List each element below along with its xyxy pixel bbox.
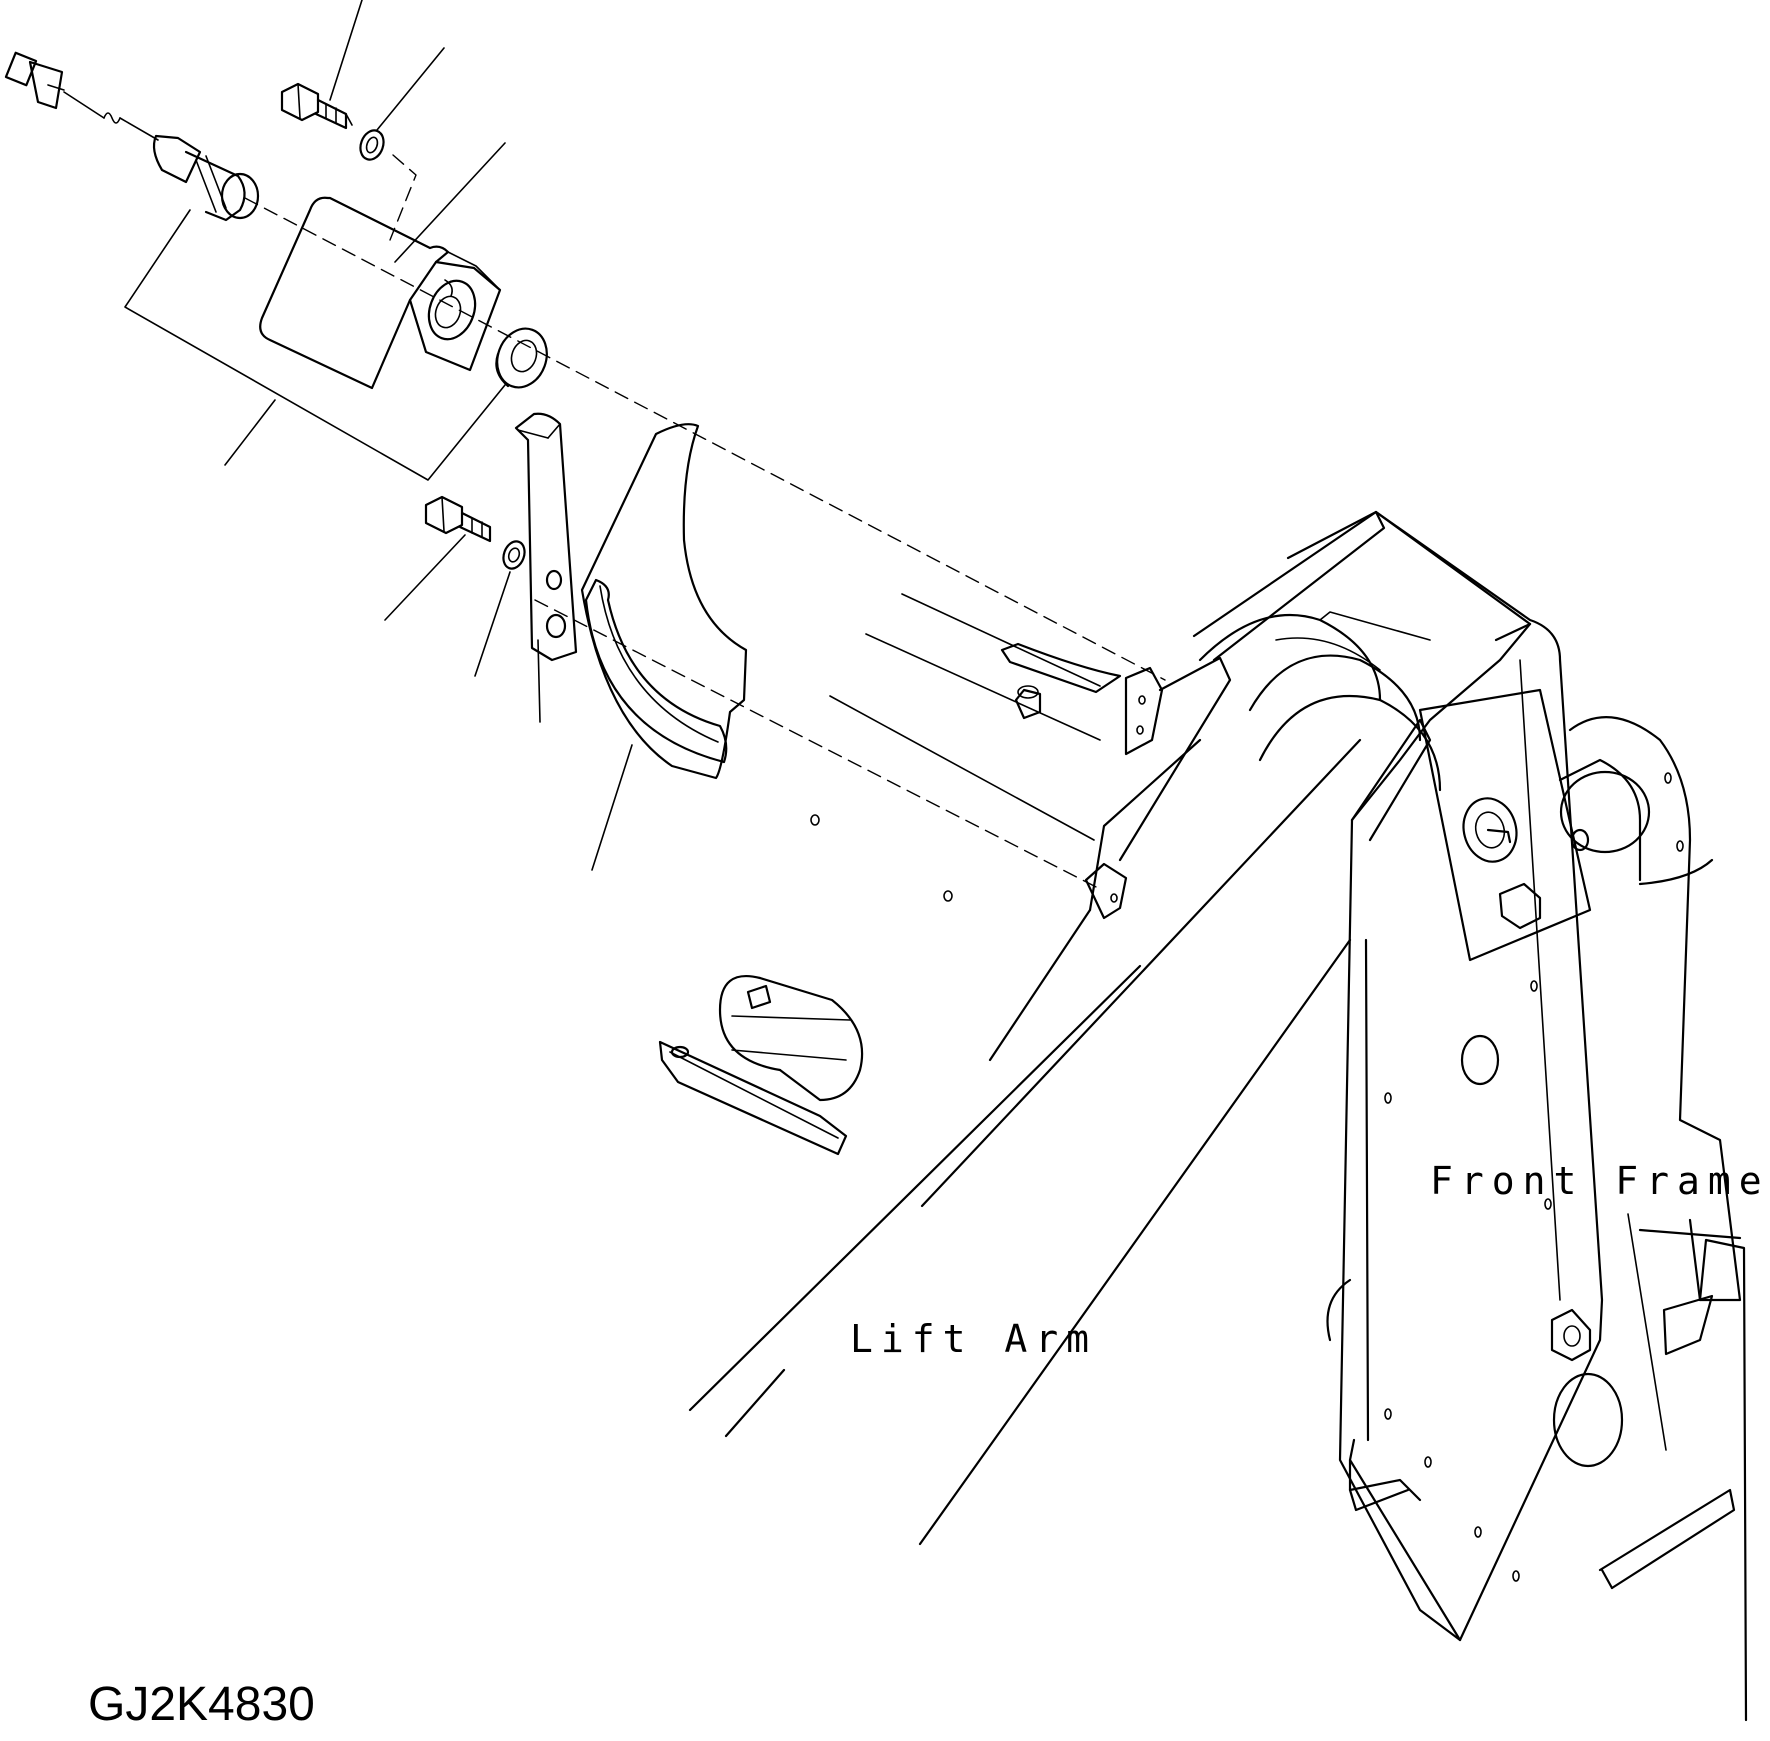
front-frame bbox=[1326, 510, 1748, 1722]
figure-id: GJ2K4830 bbox=[88, 1678, 315, 1731]
washer-top bbox=[359, 129, 385, 161]
washer-lower bbox=[502, 540, 526, 570]
bolt-top bbox=[280, 82, 353, 130]
assembly-centerlines bbox=[244, 154, 1166, 891]
detector-plate bbox=[580, 423, 748, 780]
switch-bracket bbox=[259, 196, 502, 390]
leader-lines bbox=[124, 0, 633, 871]
mounting-plate bbox=[514, 412, 578, 662]
lift-arm bbox=[688, 510, 1532, 1546]
bolt-lower bbox=[424, 495, 492, 543]
sensor-guard bbox=[658, 975, 864, 1156]
label-front-frame: Front Frame bbox=[1430, 1159, 1770, 1203]
nut bbox=[495, 327, 548, 389]
label-lift-arm: Lift Arm bbox=[850, 1317, 1097, 1361]
bolt-holes bbox=[810, 814, 953, 902]
proximity-switch bbox=[4, 51, 260, 222]
